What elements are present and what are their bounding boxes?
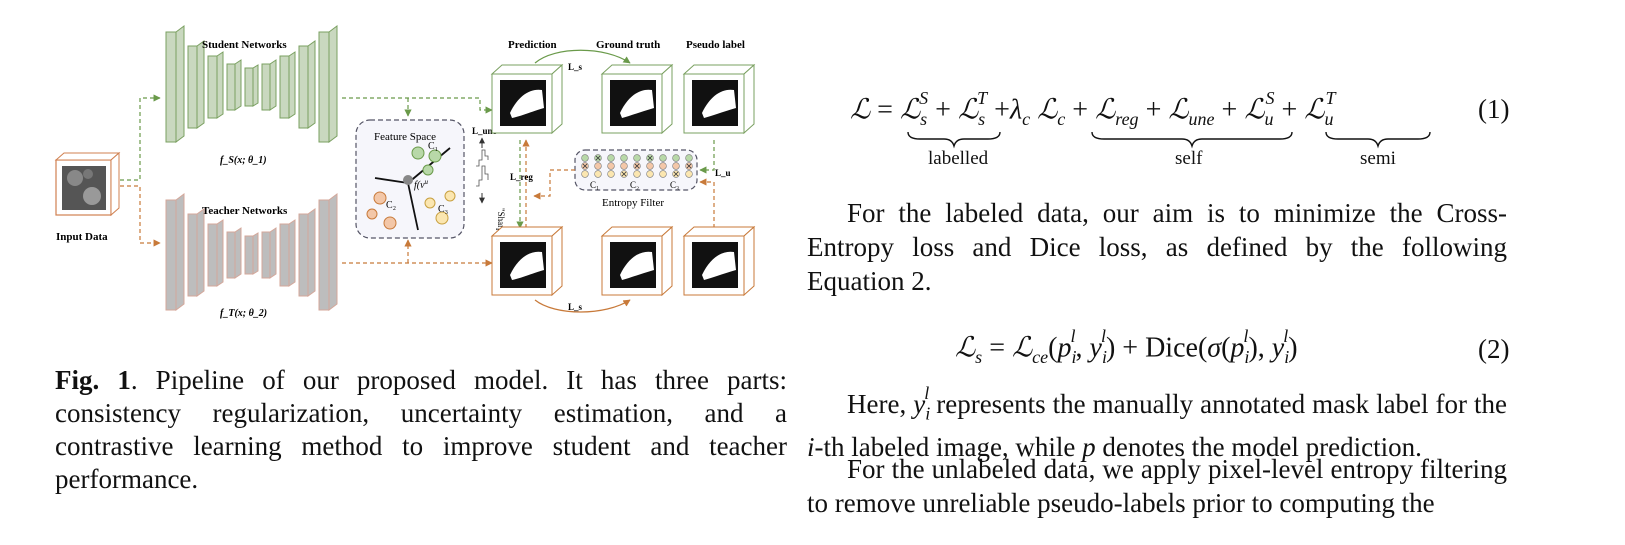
cluster-c2-label: C₂ <box>386 200 396 211</box>
entropy-dot <box>607 162 615 170</box>
entropy-c2: C₂ <box>630 180 639 190</box>
entropy-dot <box>581 170 589 178</box>
cluster-c3-label: C₃ <box>438 204 448 215</box>
entropy-dot <box>607 170 615 178</box>
entropy-dot-cross <box>621 171 627 177</box>
entropy-dot <box>646 170 654 178</box>
pseudo-label-cube-top <box>682 63 756 135</box>
entropy-dot <box>659 154 667 162</box>
pseudo-label-label: Pseudo label <box>686 39 745 51</box>
sharpen-label: "Sharpen" <box>496 208 506 245</box>
underbrace-labelled: labelled <box>928 148 989 169</box>
underbrace-self: self <box>1175 148 1203 169</box>
paragraph-3: For the unlabeled data, we apply pixel-l… <box>807 454 1507 518</box>
equation-2-number: (2) <box>1478 334 1510 364</box>
caption-text: . Pipeline of our proposed model. It has… <box>55 365 788 494</box>
entropy-dot <box>620 154 628 162</box>
entropy-dot <box>594 170 602 178</box>
entropy-filter-label: Entropy Filter <box>602 197 664 209</box>
ground-truth-cube-bottom <box>600 225 674 297</box>
student-prediction-cube <box>490 63 564 135</box>
entropy-dot-cross <box>673 171 679 177</box>
entropy-c3: C₃ <box>670 180 679 190</box>
teacher-network <box>165 193 338 311</box>
entropy-dot <box>685 170 693 178</box>
histogram-icon <box>476 149 489 187</box>
input-data-cube <box>54 151 121 217</box>
equation-2: ℒs = ℒce(pil, yil) + Dice(σ(pil), yil) <box>955 326 1298 367</box>
ls-bottom-label: L_s <box>568 302 583 312</box>
entropy-dot <box>685 154 693 162</box>
entropy-c1: C₁ <box>590 180 599 190</box>
equation-1: ℒ = ℒsS + ℒsT +λc ℒc + ℒreg + ℒune + ℒuS… <box>850 88 1336 129</box>
pipeline-figure: Input Data Student Networks f_S(x; θ_1) <box>54 25 756 319</box>
figure-caption: Fig. 1. Pipeline of our proposed model. … <box>55 364 787 496</box>
entropy-dot <box>581 154 589 162</box>
lune-label: L_une <box>472 126 497 136</box>
entropy-dot-cross <box>595 155 601 161</box>
entropy-dot <box>659 170 667 178</box>
student-networks-title: Student Networks <box>202 39 287 51</box>
teacher-prediction-cube <box>490 225 564 297</box>
ls-top-label: L_s <box>568 62 583 72</box>
entropy-dot <box>659 162 667 170</box>
lreg-label: L_reg <box>510 172 533 182</box>
pseudo-label-cube-bottom <box>682 225 756 297</box>
entropy-dot <box>633 170 641 178</box>
ground-truth-cube-top <box>600 63 674 135</box>
entropy-dot <box>607 154 615 162</box>
entropy-dot-cross <box>686 163 692 169</box>
underbrace-semi: semi <box>1360 148 1396 169</box>
entropy-filter-dots <box>581 154 693 178</box>
paragraph-1: For the labeled data, our aim is to mini… <box>807 198 1507 296</box>
feature-space-label: Feature Space <box>374 131 436 143</box>
entropy-dot-cross <box>647 155 653 161</box>
ft-label: f_T(x; θ_2) <box>220 308 267 319</box>
input-data-label: Input Data <box>56 231 108 243</box>
entropy-dot <box>646 162 654 170</box>
equation-1-underbraces <box>907 131 1431 149</box>
prediction-label: Prediction <box>508 39 557 51</box>
fs-label: f_S(x; θ_1) <box>220 155 267 166</box>
fvu-label: f(vu <box>414 178 429 191</box>
entropy-dot <box>672 162 680 170</box>
entropy-dot <box>594 162 602 170</box>
entropy-dot <box>620 162 628 170</box>
paragraph-2: Here, yil represents the manually annota… <box>807 383 1508 463</box>
entropy-dot-cross <box>634 163 640 169</box>
entropy-dot <box>672 154 680 162</box>
feature-space-box <box>355 119 465 239</box>
figure-label: Fig. 1 <box>55 365 131 395</box>
entropy-dot <box>633 154 641 162</box>
lu-label: L_u <box>715 168 731 178</box>
equation-1-number: (1) <box>1478 94 1510 124</box>
cluster-c1-label: C₁ <box>428 141 438 152</box>
ground-truth-label: Ground truth <box>596 39 660 51</box>
teacher-networks-title: Teacher Networks <box>202 205 288 217</box>
entropy-dot-cross <box>582 163 588 169</box>
student-network <box>165 25 338 143</box>
